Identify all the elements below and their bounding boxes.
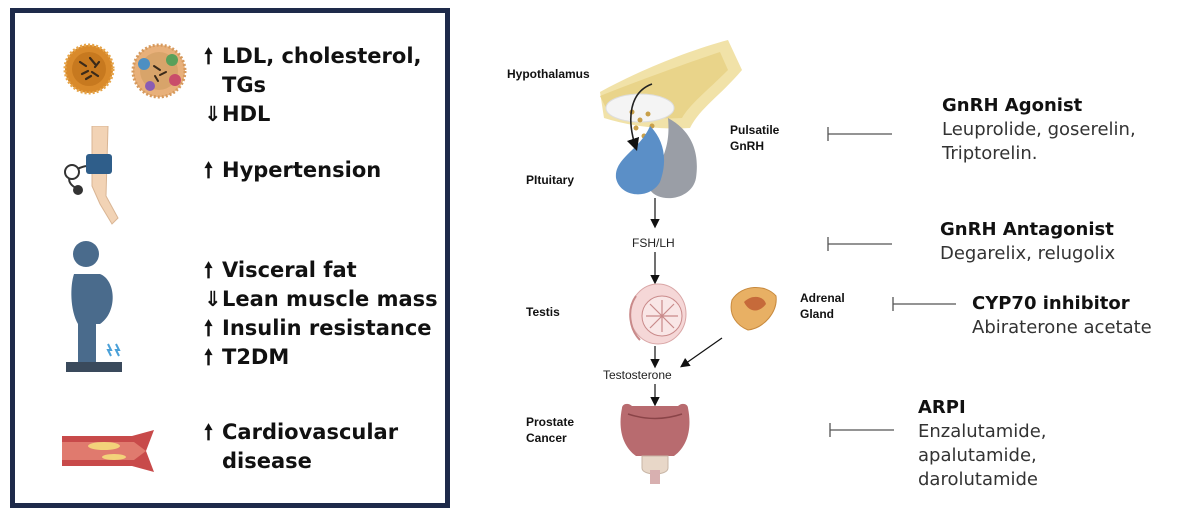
- cyp-item-1: Abiraterone acetate: [972, 317, 1152, 338]
- metabolic-line-4: T2DM: [222, 345, 290, 369]
- artery-plaque-icon: [62, 430, 154, 472]
- prostate-line-2: Cancer: [526, 431, 567, 445]
- arpi-item-1: Enzalutamide,: [918, 421, 1047, 442]
- fsh-lh-label: FSH/LH: [632, 236, 675, 250]
- metabolic-line-2: Lean muscle mass: [222, 287, 438, 311]
- hypertension-label: Hypertension: [222, 158, 382, 182]
- pituitary-illustration: [615, 118, 697, 199]
- blood-pressure-icon: [64, 126, 119, 225]
- lipid-line-1: LDL, cholesterol,: [222, 44, 422, 68]
- arpi-block: ARPI Enzalutamide, apalutamide, daroluta…: [918, 396, 1047, 492]
- up-arrow-icon: 🠕: [204, 44, 214, 68]
- lipoprotein-icon-2: [131, 43, 187, 99]
- gnrh-antagonist-title: GnRH Antagonist: [940, 219, 1114, 240]
- inhibition-lines: [827, 127, 956, 437]
- cyp-inhibitor-title: CYP70 inhibitor: [972, 293, 1130, 314]
- metabolic-line-3: Insulin resistance: [222, 316, 432, 340]
- agonist-item-2: Triptorelin.: [942, 143, 1038, 164]
- cardiovascular-effect: 🠕 Cardiovascular disease: [204, 418, 398, 476]
- up-arrow-icon: 🠕: [204, 420, 214, 444]
- gnrh-agonist-title: GnRH Agonist: [942, 95, 1083, 116]
- up-arrow-icon: 🠕: [204, 316, 214, 340]
- arpi-item-2: apalutamide,: [918, 445, 1037, 466]
- up-arrow-icon: 🠕: [204, 158, 214, 182]
- up-arrow-icon: 🠕: [204, 258, 214, 282]
- down-arrow-icon: ⇓: [204, 102, 222, 126]
- cardio-line-1: Cardiovascular: [222, 420, 399, 444]
- lipid-line-3: HDL: [222, 102, 271, 126]
- pituitary-label: PItuitary: [526, 173, 575, 187]
- adrenal-illustration: [730, 287, 777, 331]
- prostate-illustration: [620, 403, 690, 484]
- testosterone-label: Testosterone: [603, 368, 672, 382]
- adrenal-line-2: Gland: [800, 307, 835, 321]
- gnrh-agonist-block: GnRH Agonist Leuprolide, goserelin, Trip…: [942, 94, 1136, 166]
- pulsatile-line-1: Pulsatile: [730, 123, 780, 137]
- agonist-item-1: Leuprolide, goserelin,: [942, 119, 1136, 140]
- lipid-effects: 🠕 LDL, cholesterol, TGs ⇓HDL: [204, 42, 422, 129]
- hypothalamus-illustration: [600, 40, 742, 139]
- obesity-scale-icon: [66, 241, 122, 372]
- hypertension-effect: 🠕 Hypertension: [204, 156, 381, 185]
- adrenal-label: Adrenal Gland: [800, 290, 845, 322]
- down-arrow-icon: ⇓: [204, 287, 222, 311]
- arpi-title: ARPI: [918, 397, 966, 418]
- testis-label: Testis: [526, 305, 560, 319]
- metabolic-line-1: Visceral fat: [222, 258, 357, 282]
- antagonist-item-1: Degarelix, relugolix: [940, 243, 1116, 264]
- lipid-line-2: TGs: [222, 73, 267, 97]
- pulsatile-line-2: GnRH: [730, 139, 764, 153]
- prostate-line-1: Prostate: [526, 415, 575, 429]
- prostate-cancer-label: Prostate Cancer: [526, 414, 574, 446]
- arpi-item-3: darolutamide: [918, 469, 1039, 490]
- cyp-inhibitor-block: CYP70 inhibitor Abiraterone acetate: [972, 292, 1152, 340]
- up-arrow-icon: 🠕: [204, 345, 214, 369]
- gnrh-antagonist-block: GnRH Antagonist Degarelix, relugolix: [940, 218, 1115, 266]
- testis-illustration: [629, 283, 687, 345]
- adrenal-line-1: Adrenal: [800, 291, 845, 305]
- cardio-line-2: disease: [222, 449, 312, 473]
- lipoprotein-icon: [63, 43, 115, 95]
- hypothalamus-label: Hypothalamus: [507, 67, 590, 81]
- pulsatile-gnrh-label: Pulsatile GnRH: [730, 122, 779, 154]
- metabolic-effects: 🠕 Visceral fat ⇓Lean muscle mass 🠕 Insulin…: [204, 256, 438, 372]
